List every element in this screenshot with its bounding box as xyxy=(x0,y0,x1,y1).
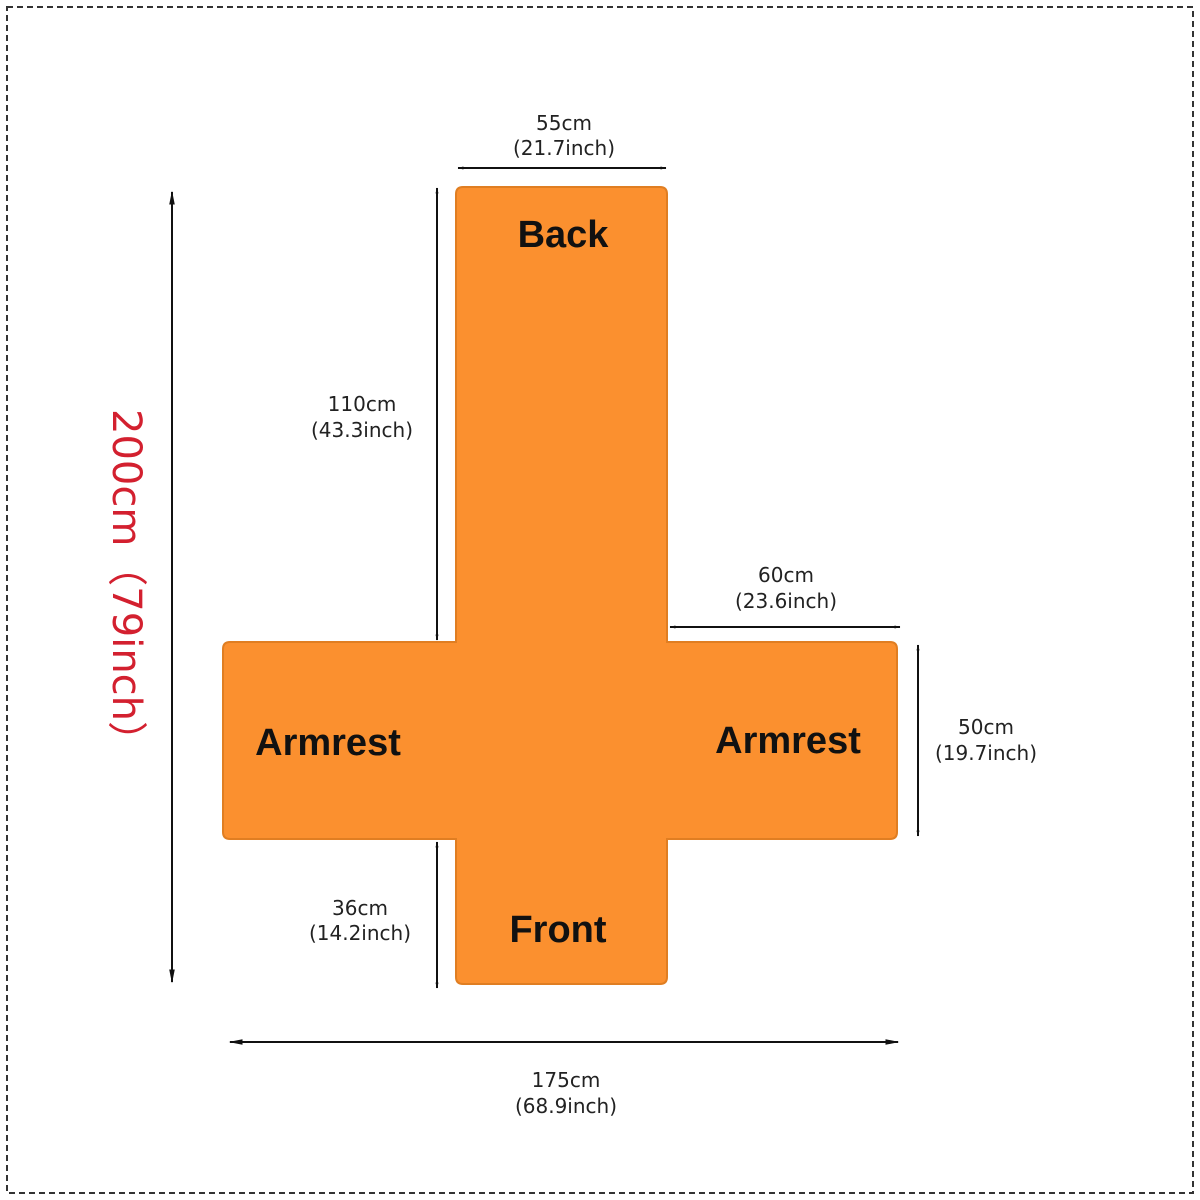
front-length-inch: (14.2inch) xyxy=(309,921,411,945)
armrest-width-cm: 50cm xyxy=(958,715,1014,739)
front-length-cm: 36cm xyxy=(332,896,388,920)
left-armrest-label: Armrest xyxy=(255,722,401,764)
armrest-length-inch: (23.6inch) xyxy=(735,589,837,613)
total-height-label: 200cm（79inch） xyxy=(103,409,149,761)
armrest-length-cm: 60cm xyxy=(758,563,814,587)
back-label: Back xyxy=(518,214,610,256)
armrest-width-inch: (19.7inch) xyxy=(935,741,1037,765)
back-width-inch: (21.7inch) xyxy=(513,136,615,160)
right-armrest-label: Armrest xyxy=(715,720,861,762)
total-width-inch: (68.9inch) xyxy=(515,1094,617,1118)
back-length-inch: (43.3inch) xyxy=(311,418,413,442)
back-width-cm: 55cm xyxy=(536,111,592,135)
dashed-border xyxy=(6,6,1194,1194)
back-length-cm: 110cm xyxy=(328,392,397,416)
total-width-cm: 175cm xyxy=(532,1068,601,1092)
sofa-cover-shape xyxy=(222,186,898,985)
front-label: Front xyxy=(509,909,606,951)
